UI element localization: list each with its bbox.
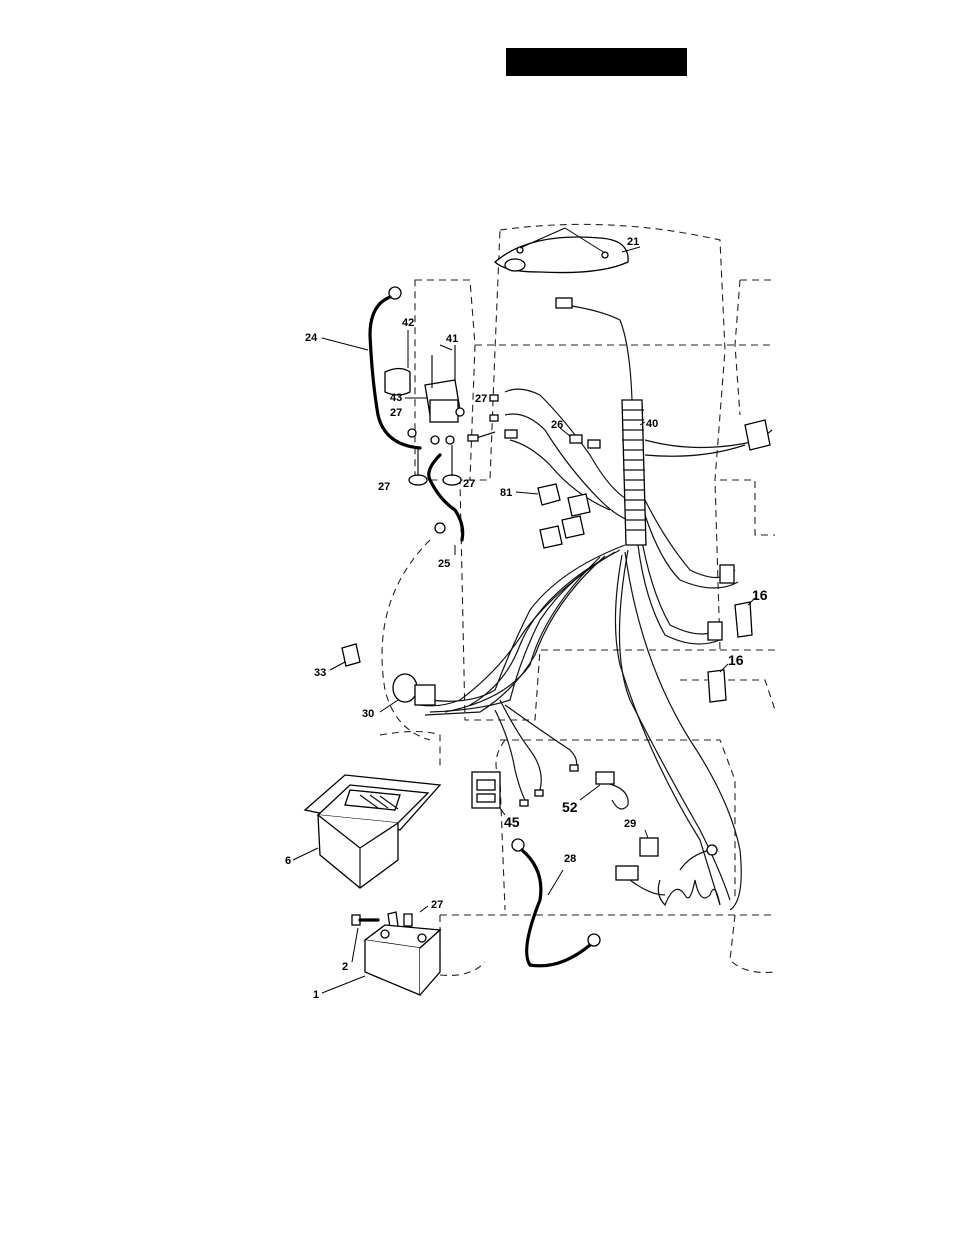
label-40: 40 xyxy=(646,418,658,430)
part-29-connector xyxy=(616,830,720,905)
label-1: 1 xyxy=(313,989,319,1001)
label-33: 33 xyxy=(314,667,326,679)
part-25-cable xyxy=(429,455,463,555)
label-16b: 16 xyxy=(728,652,744,668)
part-24-cable xyxy=(322,287,420,448)
label-16a: 16 xyxy=(752,587,768,603)
label-21: 21 xyxy=(627,236,639,248)
part-81-relay xyxy=(516,484,590,548)
label-45: 45 xyxy=(504,814,520,830)
label-43: 43 xyxy=(390,392,402,404)
label-81: 81 xyxy=(500,487,512,499)
label-24: 24 xyxy=(305,332,318,344)
label-27b: 27 xyxy=(390,407,402,419)
part-45-module xyxy=(472,772,505,815)
label-6: 6 xyxy=(285,855,291,867)
part-26-connectors xyxy=(560,428,600,448)
main-harness xyxy=(420,298,772,910)
label-25: 25 xyxy=(438,558,450,570)
part-52-fuse xyxy=(580,772,628,809)
part-6-battery-tray xyxy=(293,775,440,888)
label-29: 29 xyxy=(624,818,636,830)
label-26: 26 xyxy=(551,419,563,431)
label-27d: 27 xyxy=(463,478,475,490)
label-27e: 27 xyxy=(431,899,443,911)
label-27a: 27 xyxy=(475,393,487,405)
label-42: 42 xyxy=(402,317,414,329)
label-30: 30 xyxy=(362,708,374,720)
part-1-battery xyxy=(322,925,440,995)
label-2: 2 xyxy=(342,961,348,973)
label-28: 28 xyxy=(564,853,576,865)
label-27c: 27 xyxy=(378,481,390,493)
label-52: 52 xyxy=(562,799,578,815)
part-33-plate xyxy=(330,644,360,670)
part-28-cable xyxy=(512,839,600,966)
part-21-clamp xyxy=(495,228,640,273)
label-41: 41 xyxy=(446,333,458,345)
